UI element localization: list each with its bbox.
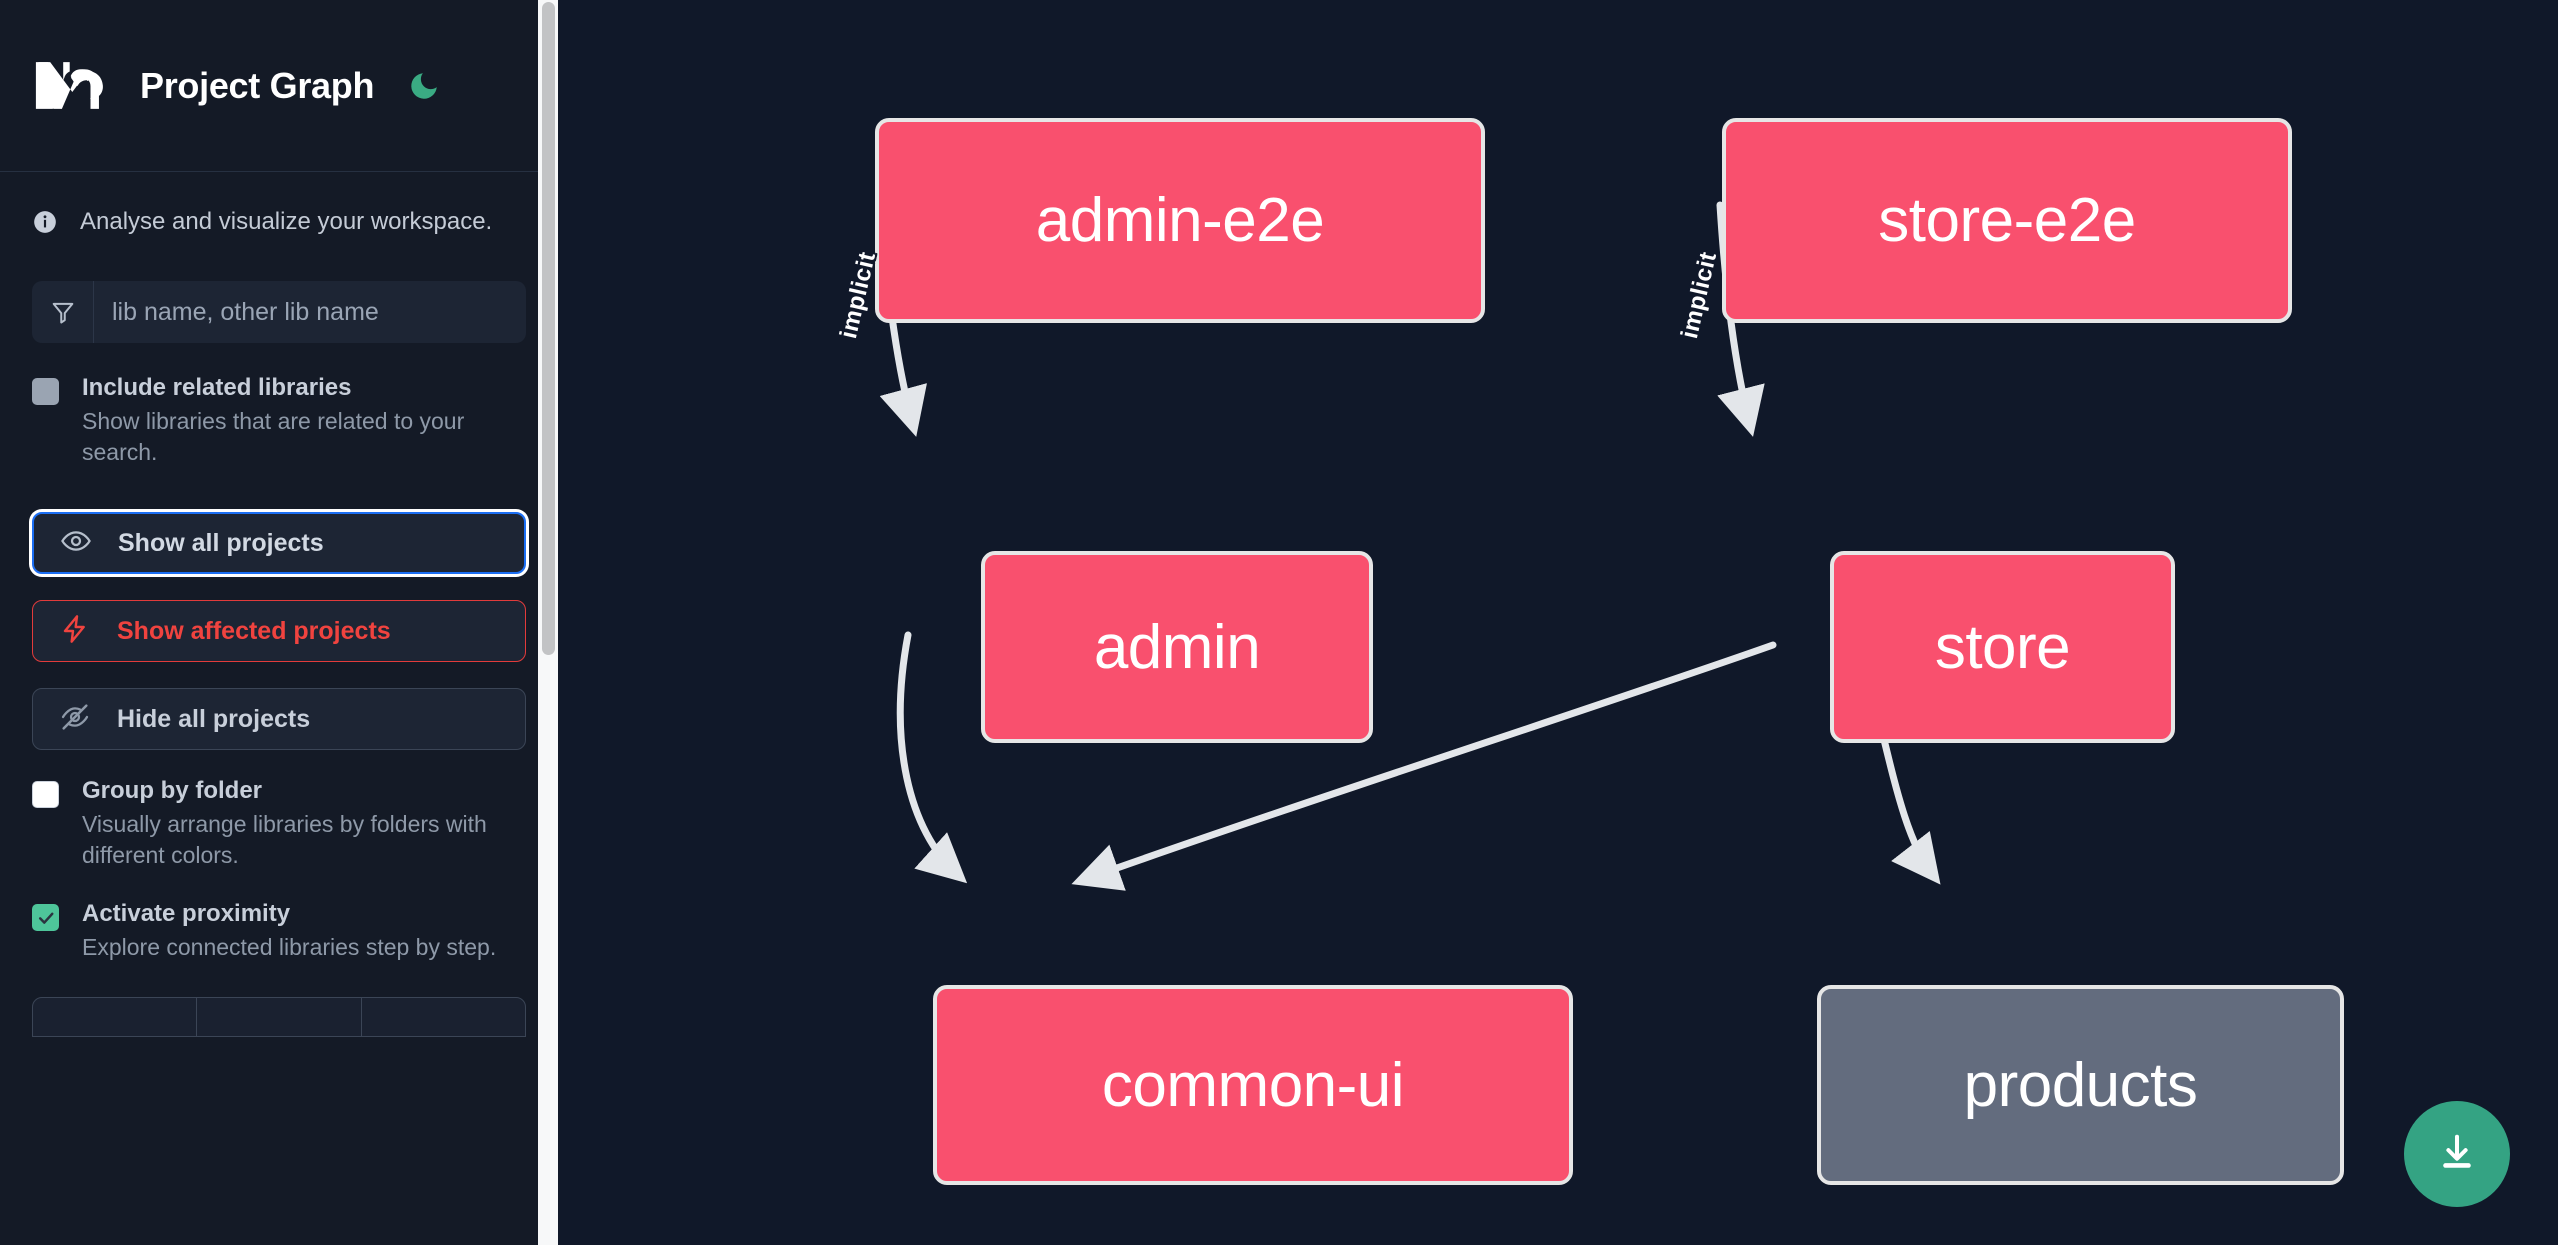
graph-node-label: store	[1934, 612, 2071, 682]
activate-proximity-text: Activate proximity Explore connected lib…	[82, 899, 496, 963]
group-by-folder-description: Visually arrange libraries by folders wi…	[82, 811, 487, 869]
search-box[interactable]	[32, 281, 526, 343]
segment-3[interactable]	[362, 998, 525, 1036]
check-icon	[38, 912, 53, 924]
graph-node-label: store-e2e	[1878, 186, 2136, 255]
lightning-bolt-icon	[59, 613, 91, 650]
graph-node-label: admin-e2e	[1035, 186, 1325, 255]
graph-node-store[interactable]: store	[1830, 551, 2175, 743]
graph-node-label: common-ui	[1101, 1050, 1405, 1120]
include-related-libraries-checkbox[interactable]	[32, 378, 59, 405]
checkbox-row-group-by-folder[interactable]: Group by folder Visually arrange librari…	[32, 776, 526, 871]
show-all-projects-label: Show all projects	[118, 528, 324, 557]
hide-all-projects-button[interactable]: Hide all projects	[32, 688, 526, 751]
activate-proximity-description: Explore connected libraries step by step…	[82, 934, 497, 961]
moon-icon[interactable]	[404, 66, 444, 106]
analyse-info-text: Analyse and visualize your workspace.	[80, 208, 493, 235]
graph-node-store-e2e[interactable]: store-e2e	[1722, 118, 2292, 323]
page-title: Project Graph	[140, 64, 375, 106]
filter-funnel-icon	[32, 281, 94, 343]
include-related-libraries-text: Include related libraries Show libraries…	[82, 373, 502, 468]
search-input[interactable]	[94, 281, 526, 343]
graph-node-products[interactable]: products	[1817, 985, 2344, 1185]
segment-2[interactable]	[197, 998, 362, 1037]
graph-node-label: admin	[1093, 612, 1261, 682]
graph-node-admin-e2e[interactable]: admin-e2e	[875, 118, 1485, 323]
show-all-projects-button[interactable]: Show all projects	[32, 512, 526, 575]
activate-proximity-label: Activate proximity	[82, 900, 291, 928]
group-by-folder-label: Group by folder	[82, 777, 262, 805]
nx-logo-icon	[32, 58, 110, 113]
include-related-libraries-label: Include related libraries	[82, 374, 352, 401]
show-affected-projects-button[interactable]: Show affected projects	[32, 600, 526, 663]
eye-icon	[60, 525, 92, 562]
proximity-step-segmented-control[interactable]	[32, 997, 526, 1038]
graph-node-common-ui[interactable]: common-ui	[933, 985, 1573, 1185]
info-icon	[32, 209, 58, 235]
graph-node-admin[interactable]: admin	[981, 551, 1373, 743]
group-by-folder-checkbox[interactable]	[32, 781, 59, 809]
group-by-folder-text: Group by folder Visually arrange librari…	[82, 776, 502, 871]
sidebar: Project Graph Analyse and visualize your…	[0, 0, 558, 1245]
eye-off-icon	[59, 701, 91, 738]
sidebar-scrollbar-track[interactable]	[538, 0, 558, 1245]
graph-node-label: products	[1963, 1050, 2198, 1120]
hide-all-projects-label: Hide all projects	[117, 704, 311, 733]
show-affected-projects-label: Show affected projects	[117, 616, 391, 645]
edge-label-implicit-store: implicit	[1676, 249, 1723, 342]
sidebar-scrollbar-thumb[interactable]	[542, 2, 555, 655]
sidebar-header: Project Graph	[0, 0, 558, 172]
checkbox-row-include-related-libraries[interactable]: Include related libraries Show libraries…	[32, 373, 526, 468]
sidebar-body: Analyse and visualize your workspace. In…	[0, 208, 558, 1038]
include-related-libraries-description: Show libraries that are related to your …	[82, 408, 465, 466]
analyse-info-row: Analyse and visualize your workspace.	[32, 208, 526, 236]
project-visibility-buttons: Show all projects Show affected projects	[32, 512, 526, 751]
edge-admin-to-common-ui	[896, 631, 968, 884]
graph-canvas[interactable]: admin-e2e store-e2e admin store common-u…	[558, 0, 2558, 1245]
segment-1[interactable]	[33, 998, 198, 1037]
download-image-button[interactable]	[2404, 1101, 2510, 1207]
checkbox-row-activate-proximity[interactable]: Activate proximity Explore connected lib…	[32, 899, 526, 963]
download-icon	[2434, 1130, 2480, 1179]
activate-proximity-checkbox[interactable]	[32, 904, 59, 932]
